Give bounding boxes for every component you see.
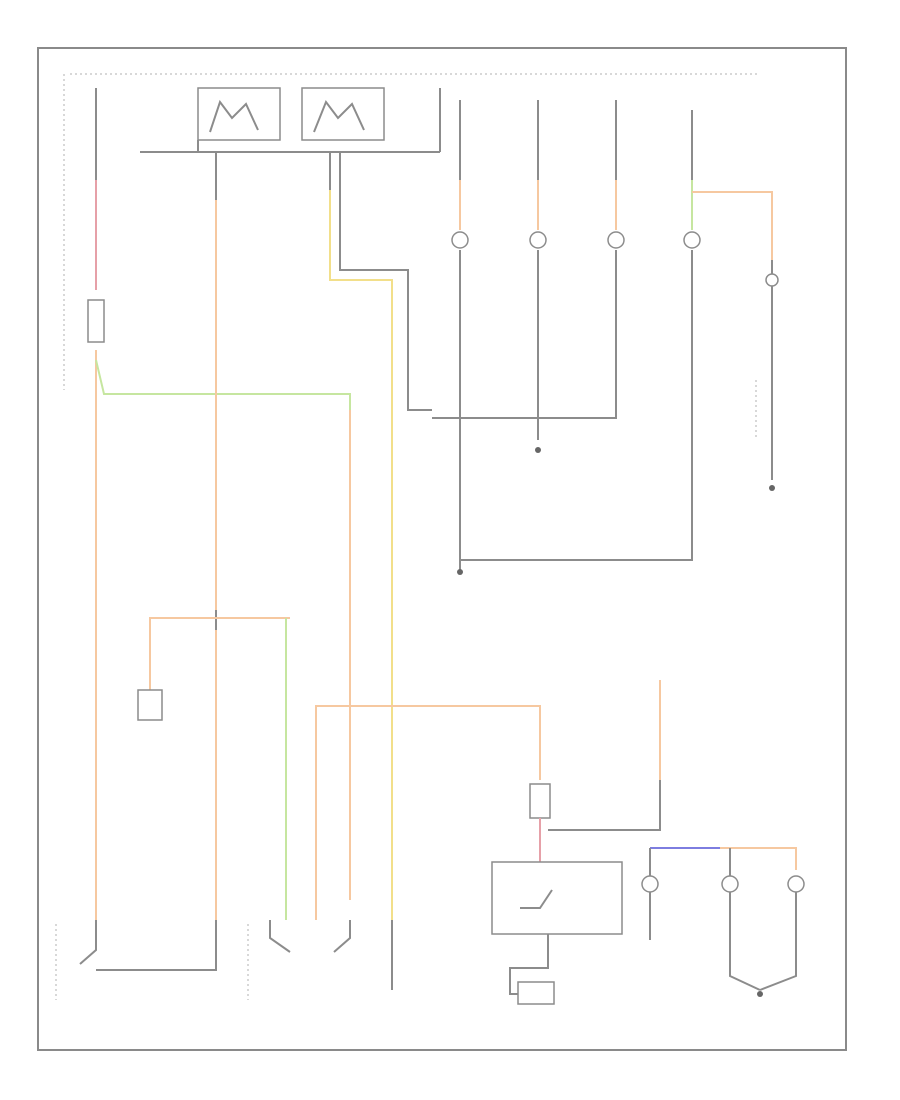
green-branch-wire (95, 359, 351, 900)
orange-lamp-wire (720, 847, 797, 870)
lamp-3 (607, 231, 625, 249)
mid-switch-a (269, 920, 291, 953)
lamp-7 (787, 875, 805, 893)
ground-1 (535, 447, 541, 453)
yellow-feed-wire (329, 190, 393, 920)
lamp-6-return (729, 892, 761, 991)
fuse-block-left (87, 299, 105, 343)
ground-3 (769, 485, 775, 491)
lamp-2 (529, 231, 547, 249)
diagram-frame (37, 47, 847, 1051)
lamp-1 (451, 231, 469, 249)
relay-right-out-b (339, 152, 432, 411)
ground-2 (457, 569, 463, 575)
lamp-4-return (459, 250, 693, 570)
right-orange-branch (692, 191, 773, 260)
left-switch-arm (79, 920, 97, 965)
lamp-3-return (432, 250, 617, 419)
module-connector (529, 783, 551, 819)
lamp-4 (683, 231, 701, 249)
module-sub-connector (517, 981, 555, 1005)
connector-left (137, 689, 163, 721)
module-gray-link (548, 780, 661, 831)
orange-module-feed (315, 705, 541, 920)
switch-module (491, 861, 623, 935)
relay-box-left (197, 87, 281, 152)
lamp-7-return (759, 892, 797, 991)
relay-box-right (301, 87, 385, 141)
left-switch-return (96, 920, 217, 971)
left-orange-connector (149, 617, 290, 690)
lamp-5 (641, 875, 659, 893)
right-indicator (765, 273, 779, 287)
lamp-6 (721, 875, 739, 893)
ground-4 (757, 991, 763, 997)
switch-module-contact (520, 889, 553, 909)
mid-switch-b (333, 920, 351, 953)
